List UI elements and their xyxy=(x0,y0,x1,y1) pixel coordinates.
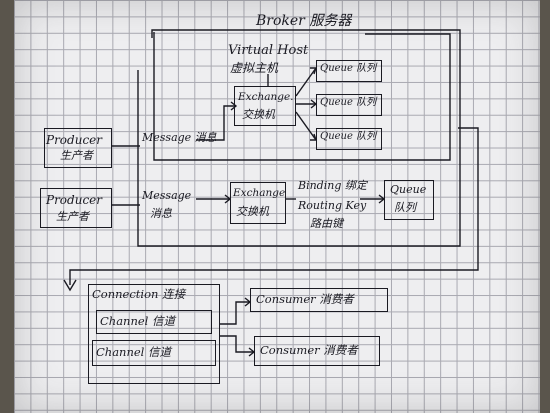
routing-key-cn: 路由键 xyxy=(310,217,343,230)
queue-box-1 xyxy=(316,60,382,82)
producer-1-cn: 生产者 xyxy=(60,149,93,162)
vhost-boundary xyxy=(153,32,451,161)
connection-box xyxy=(88,284,220,384)
broker-boundary-right xyxy=(69,127,479,285)
channel-label-1: Channel 信道 xyxy=(100,314,176,328)
queue-box-2 xyxy=(316,94,382,116)
message1-to-exchange xyxy=(196,105,236,141)
channel-to-consumer-2 xyxy=(220,335,254,353)
exchange-mid-en: Exchange xyxy=(233,187,286,199)
producer-2-cn: 生产者 xyxy=(56,210,89,223)
queue-mid-en: Queue xyxy=(390,183,427,196)
arrow-head-ex1 xyxy=(230,101,238,111)
broker-label: Broker 服务器 xyxy=(256,13,352,29)
producer-box-1 xyxy=(44,128,112,168)
channel-to-consumer-1 xyxy=(220,301,250,325)
binding-label: Binding 绑定 xyxy=(298,179,367,192)
producer-2-en: Producer xyxy=(46,193,103,207)
producer-1-en: Producer xyxy=(46,133,103,147)
queue-mid-cn: 队列 xyxy=(394,201,416,214)
vhost-label-cn: 虚拟主机 xyxy=(230,61,279,75)
channel-box-2 xyxy=(92,340,216,366)
queue-label-2: Queue 队列 xyxy=(320,97,377,108)
producer-box-2 xyxy=(40,188,112,228)
exchange-top-en: Exchange. xyxy=(238,91,294,103)
ex-to-queue-1 xyxy=(295,67,317,97)
consumer-box-2 xyxy=(254,336,380,366)
consumer-box-1 xyxy=(250,288,388,312)
message-2-en: Message xyxy=(142,189,192,202)
ex-to-queue-3 xyxy=(295,111,317,141)
vhost-label-en: Virtual Host xyxy=(228,43,309,58)
message-2-cn: 消息 xyxy=(150,207,172,220)
exchange-top-cn: 交换机 xyxy=(242,108,275,121)
channel-label-2: Channel 信道 xyxy=(96,345,172,359)
queue-mid-box xyxy=(384,180,434,220)
graph-paper xyxy=(14,0,540,413)
consumer-label-2: Consumer 消费者 xyxy=(260,343,358,357)
queue-label-3: Queue 队列 xyxy=(320,131,377,142)
message-1: Message 消息 xyxy=(142,131,217,144)
consumer-label-1: Consumer 消费者 xyxy=(256,292,354,306)
channel-box-1 xyxy=(96,310,212,334)
connection-label: Connection 连接 xyxy=(92,287,186,301)
broker-boundary xyxy=(137,29,461,247)
queue-label-1: Queue 队列 xyxy=(320,63,377,74)
exchange-mid-cn: 交换机 xyxy=(236,205,269,218)
broker-arrow-head xyxy=(63,279,77,292)
exchange-mid-box xyxy=(230,182,286,224)
exchange-top-box xyxy=(234,86,296,126)
routing-key-en: Routing Key xyxy=(298,199,367,212)
queue-box-3 xyxy=(316,128,382,150)
